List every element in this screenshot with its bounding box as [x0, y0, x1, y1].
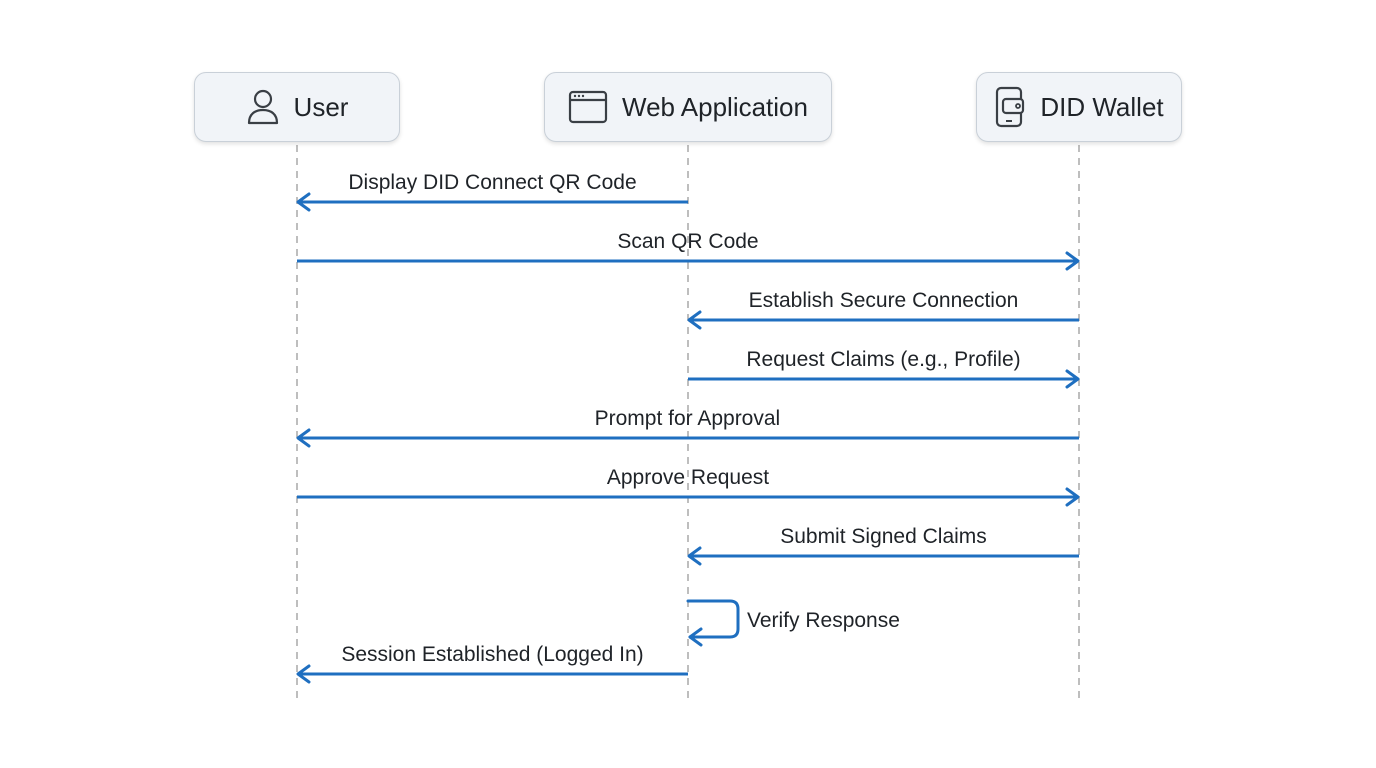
message-arrow-5 [296, 428, 1079, 448]
message-arrow-7 [687, 546, 1079, 566]
message-label-7: Submit Signed Claims [780, 525, 987, 548]
message-arrow-6 [297, 487, 1080, 507]
message-arrow-9 [296, 664, 688, 684]
message-label-9: Session Established (Logged In) [341, 643, 644, 666]
message-label-3: Establish Secure Connection [748, 289, 1019, 312]
message-arrow-3 [687, 310, 1079, 330]
browser-window-icon [568, 90, 608, 124]
message-label-8: Verify Response [747, 609, 900, 632]
actor-user-label: User [293, 91, 349, 122]
message-arrow-1 [296, 192, 688, 212]
message-label-4: Request Claims (e.g., Profile) [746, 348, 1021, 371]
message-arrow-2 [297, 251, 1080, 271]
message-label-5: Prompt for Approval [594, 407, 781, 430]
actor-web-application-box: Web Application [544, 72, 832, 142]
message-label-1: Display DID Connect QR Code [348, 171, 637, 194]
actor-web-application-label: Web Application [622, 91, 808, 122]
user-icon [246, 89, 280, 125]
actor-did-wallet-box: DID Wallet [976, 72, 1182, 142]
message-arrow-8 [686, 599, 740, 647]
message-arrow-4 [688, 369, 1080, 389]
message-label-6: Approve Request [606, 466, 770, 489]
actor-user-box: User [194, 72, 400, 142]
wallet-phone-icon [994, 86, 1026, 128]
message-label-2: Scan QR Code [617, 230, 759, 253]
actor-did-wallet-label: DID Wallet [1040, 91, 1164, 122]
